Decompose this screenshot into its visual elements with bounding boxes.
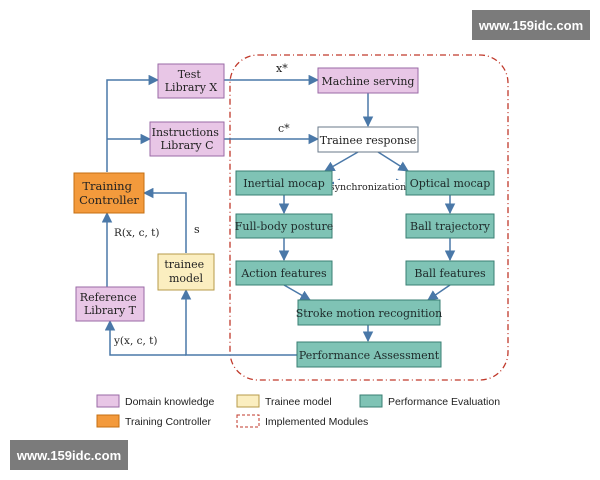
stroke-recognition-box [297,299,441,326]
training-controller-box [73,172,145,214]
reference-library-label: Reference Library T [80,291,140,317]
label-r: R(x, c, t) [114,227,159,239]
watermark-top [472,10,590,40]
training-controller-label: Training Controller [79,179,139,207]
test-library-box [157,63,225,99]
trainee-response-label: Trainee response [320,134,417,147]
watermark-top-text: www.159idc.com [478,18,583,33]
ball-trajectory-box [405,213,495,239]
implemented-modules-region [229,54,509,381]
edge-controller-test [106,74,160,172]
legend-trainee-label: Trainee model [265,396,332,408]
ball-features-box [405,260,495,286]
ball-trajectory-label: Ball trajectory [410,220,491,233]
trainee-response-box [317,126,419,153]
instructions-library-box [149,121,225,157]
legend-domain-label: Domain knowledge [125,396,214,408]
inertial-mocap-box [235,170,333,196]
label-y: y(x, c, t) [113,335,158,347]
optical-mocap-box [405,170,495,196]
legend-implemented-label: Implemented Modules [265,416,368,428]
watermark-bottom [10,440,128,470]
legend-controller-swatch [96,414,120,428]
action-features-label: Action features [240,267,327,280]
legend-eval-swatch [359,394,383,408]
edge-performance-reference [104,319,186,356]
performance-assessment-box [296,341,442,368]
edge-response-optical [377,151,409,172]
stroke-recognition-label: Stroke motion recognition [296,307,443,320]
full-body-posture-box [235,213,333,239]
inertial-mocap-label: Inertial mocap [243,177,325,190]
trainee-model-box [157,253,215,291]
instructions-library-label: Instructions Library C [152,126,223,152]
watermark-bottom-text: www.159idc.com [16,448,121,463]
legend-implemented-swatch [236,414,260,428]
legend-trainee-swatch [236,394,260,408]
label-c-star: c* [278,122,290,135]
test-library-label: Test Library X [165,68,218,94]
edge-performance-trainee [180,288,297,356]
performance-assessment-label: Performance Assessment [299,349,440,362]
label-s: s [194,223,200,236]
edge-response-inertial [324,151,359,172]
machine-serving-label: Machine serving [322,75,415,88]
edge-trainee-controller [142,187,187,253]
reference-library-box [75,286,145,322]
ball-features-label: Ball features [414,267,486,280]
edge-action-stroke [283,284,311,301]
legend-controller-label: Training Controller [125,416,211,428]
label-x-star: x* [276,62,288,75]
legend: Domain knowledge Trainee model Performan… [96,394,500,428]
edge-ball-stroke [427,284,451,301]
optical-mocap-label: Optical mocap [410,177,491,190]
trainee-model-label: trainee model [164,258,207,285]
machine-serving-box [317,67,419,94]
action-features-box [235,260,333,286]
legend-eval-label: Performance Evaluation [388,396,500,408]
legend-domain-swatch [96,394,120,408]
label-synchronization: synchronization [330,182,407,193]
full-body-posture-label: Full-body posture [235,220,333,233]
